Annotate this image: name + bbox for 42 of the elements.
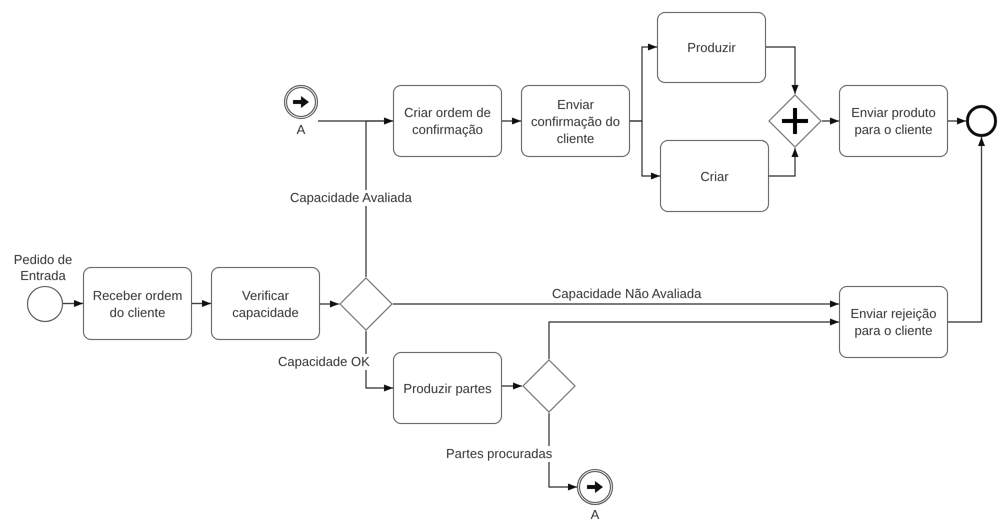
sequence-flow-arrow (318, 118, 393, 124)
gateway-diamond (768, 94, 822, 148)
task-box (660, 140, 769, 212)
event-label: A (296, 122, 306, 138)
gateway-diamond (339, 277, 393, 331)
task-label: Receber ordem do cliente (92, 286, 184, 320)
sequence-flow-arrow (320, 300, 339, 308)
task-box (83, 267, 192, 340)
sequence-flow-arrow (502, 118, 521, 124)
task-box (521, 85, 630, 157)
sequence-flow-arrow (948, 137, 985, 323)
edge-label: Capacidade Não Avaliada (551, 286, 702, 302)
task-label: Produzir partes (403, 380, 492, 396)
sequence-flow-arrow (548, 318, 839, 359)
task-label: Enviar produto para o cliente (850, 104, 937, 138)
task-label: Enviar confirmação do cliente (530, 96, 621, 146)
task-label: Criar (700, 168, 729, 184)
sequence-flow-arrow (769, 148, 798, 177)
sequence-flow-arrow (502, 382, 522, 390)
sequence-flow-arrow (948, 118, 966, 124)
task-label: Produzir (687, 39, 736, 56)
sequence-flow-arrow (63, 300, 83, 307)
sequence-flow-arrow (192, 300, 211, 307)
edge-label: Capacidade Avaliada (289, 190, 413, 206)
event-label: Pedido de Entrada (12, 252, 74, 284)
gateway-diamond (522, 359, 576, 413)
task-box (839, 85, 948, 157)
task-label: Verificar capacidade (231, 286, 300, 320)
sequence-flow-arrow (766, 46, 798, 94)
task-box (839, 286, 948, 358)
sequence-flow-arrow (630, 120, 660, 180)
event-label: A (590, 507, 600, 523)
edge-label: Capacidade OK (277, 354, 371, 370)
edge-label: Partes procuradas (445, 446, 554, 462)
task-box (393, 85, 502, 157)
sequence-flow-arrow (393, 300, 839, 308)
task-label: Criar ordem de confirmação (403, 104, 492, 138)
task-box (211, 267, 320, 340)
task-label: Enviar rejeição para o cliente (850, 305, 938, 339)
task-box (393, 352, 502, 424)
sequence-flow-arrow (822, 118, 839, 124)
task-box (657, 12, 766, 83)
